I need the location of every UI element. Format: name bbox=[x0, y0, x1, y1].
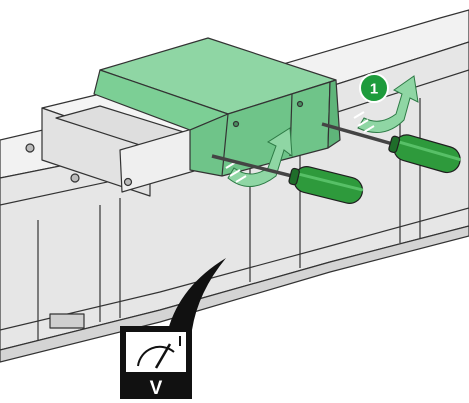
callout-pointer bbox=[168, 258, 226, 330]
rotate-arrow-icon bbox=[353, 75, 419, 133]
cover-screw bbox=[296, 100, 304, 108]
screwdriver-shaft bbox=[321, 122, 401, 148]
voltmeter-label: V bbox=[150, 378, 163, 399]
step-badge-label: 1 bbox=[370, 81, 378, 98]
housing-bolt bbox=[25, 143, 35, 153]
housing-panel-edge bbox=[0, 207, 469, 331]
voltmeter-icon: V bbox=[120, 326, 192, 399]
step-badge-circle bbox=[359, 73, 389, 103]
base-screw bbox=[123, 177, 133, 187]
voltmeter-needle bbox=[154, 343, 172, 369]
housing-bolt bbox=[70, 173, 80, 183]
housing-bottom-lip bbox=[0, 225, 469, 363]
screwdriver-icon bbox=[211, 154, 364, 204]
cover-fold bbox=[221, 113, 229, 177]
cover-screw bbox=[232, 120, 240, 128]
step-badge: 1 bbox=[359, 73, 389, 103]
green-cover bbox=[93, 37, 341, 177]
voltmeter-dial bbox=[137, 345, 175, 367]
screwdriver-icon bbox=[321, 122, 461, 174]
screwdriver-shaft bbox=[211, 154, 301, 180]
housing-bracket bbox=[49, 313, 85, 329]
screwdriver-handle bbox=[288, 166, 364, 204]
voltmeter-callout: V bbox=[120, 258, 226, 399]
voltmeter-face bbox=[126, 332, 186, 372]
screwdriver-handle bbox=[388, 134, 461, 174]
